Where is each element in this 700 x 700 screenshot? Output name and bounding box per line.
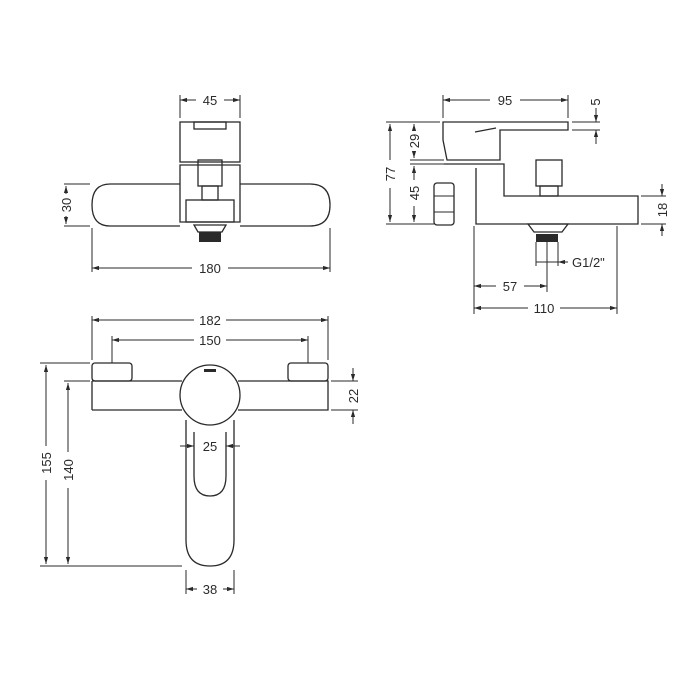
dim-side-5: 5 xyxy=(588,98,603,105)
dim-top-45: 45 xyxy=(203,93,217,108)
side-view: 95 5 77 29 45 18 G1/2" xyxy=(383,93,670,316)
dim-side-57: 57 xyxy=(503,279,517,294)
dim-side-45: 45 xyxy=(407,186,422,200)
dim-front-38: 38 xyxy=(203,582,217,597)
dim-side-29: 29 xyxy=(407,134,422,148)
dim-side-110: 110 xyxy=(534,301,555,316)
dim-side-77: 77 xyxy=(383,167,398,181)
dim-front-155: 155 xyxy=(39,452,54,474)
dim-front-25: 25 xyxy=(203,439,217,454)
dim-front-140: 140 xyxy=(61,459,76,481)
top-view: 45 30 180 xyxy=(59,93,331,276)
dim-front-150: 150 xyxy=(199,333,221,348)
dim-front-182: 182 xyxy=(199,313,221,328)
dim-side-thread: G1/2" xyxy=(572,255,605,270)
dim-top-30: 30 xyxy=(59,198,74,212)
dim-front-22: 22 xyxy=(346,389,361,403)
dim-side-95: 95 xyxy=(498,93,512,108)
dim-side-18: 18 xyxy=(655,203,670,217)
dim-top-180: 180 xyxy=(199,261,221,276)
front-view: 182 150 22 25 155 140 38 xyxy=(39,313,361,597)
